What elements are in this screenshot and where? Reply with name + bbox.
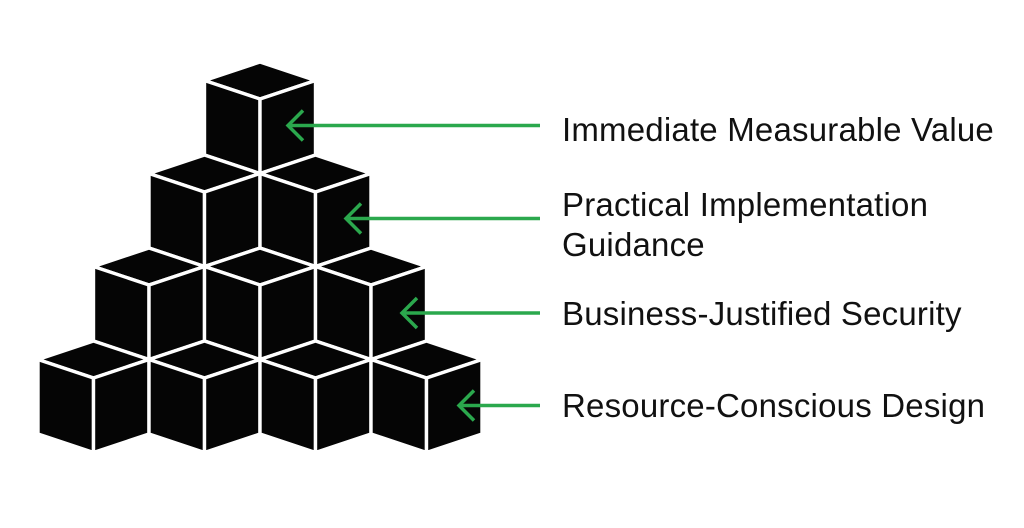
arrow-row-4-icon xyxy=(456,389,540,422)
cube-left-face xyxy=(147,357,207,455)
cube-right-face xyxy=(313,357,373,455)
label-business-justified-security: Business-Justified Security xyxy=(562,295,962,332)
cube-right-face xyxy=(91,357,151,455)
label-immediate-measurable-value: Immediate Measurable Value xyxy=(562,111,994,148)
cube-left-face xyxy=(369,357,429,455)
arrow-row-1-icon xyxy=(285,109,540,142)
cube-left-face xyxy=(36,357,96,455)
arrow-row-3-icon xyxy=(399,296,540,330)
arrow-row-2-icon xyxy=(343,202,540,235)
label-practical-implementation-guidance: Practical Implementation Guidance xyxy=(562,186,929,263)
pyramid-row-4 xyxy=(32,339,488,455)
cube-right-face xyxy=(424,357,484,455)
cube-right-face xyxy=(202,357,262,455)
label-resource-conscious-design: Resource-Conscious Design xyxy=(562,387,986,424)
pyramid-row-1 xyxy=(199,60,321,176)
pyramid-row-3 xyxy=(88,246,432,362)
pyramid-row-2 xyxy=(143,153,377,269)
cube-left-face xyxy=(258,357,318,455)
